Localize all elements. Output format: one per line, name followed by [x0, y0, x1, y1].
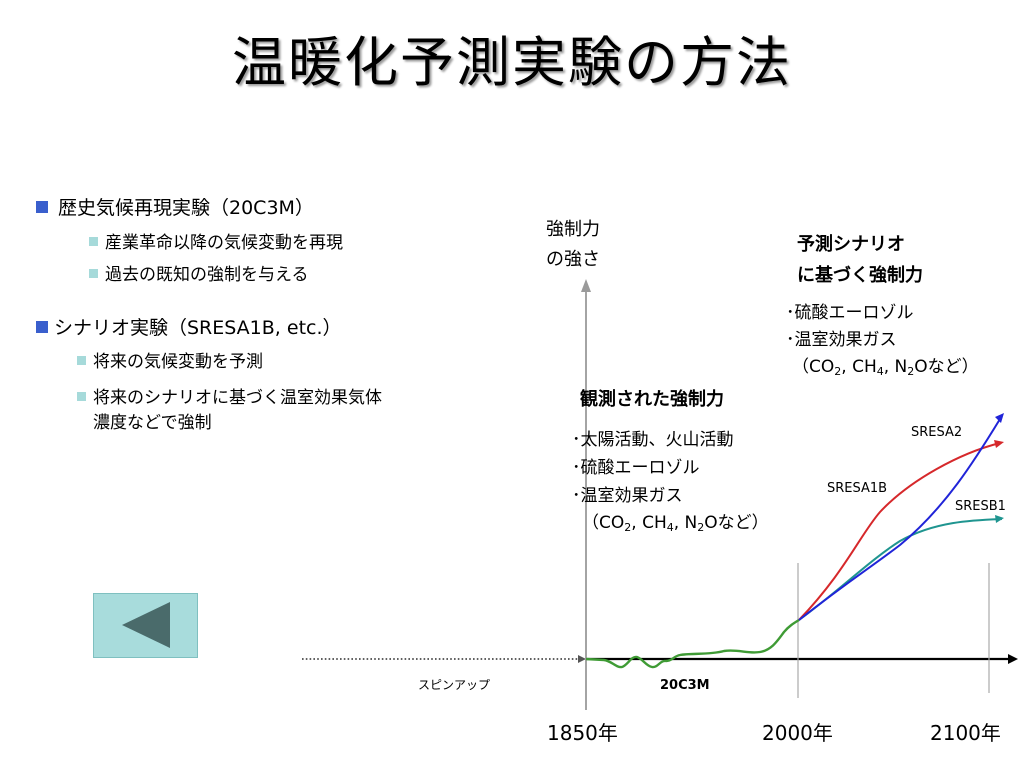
forcing-axis-arrowhead: [581, 279, 591, 292]
label-sresb1: SRESB1: [955, 499, 1006, 514]
gas-text: , CH: [631, 513, 667, 533]
tick-2100: 2100年: [930, 721, 1001, 745]
gas-subscript: 4: [666, 521, 674, 534]
bullet-square-icon: [89, 269, 98, 278]
gas-subscript: 2: [834, 365, 842, 378]
sresa2-arrowhead: [994, 440, 1004, 448]
bullet-square-icon: [36, 321, 48, 333]
tick-2000: 2000年: [762, 721, 833, 745]
gas-text: （CO: [582, 513, 625, 533]
observed-heading: 観測された強制力: [580, 389, 724, 410]
scenario-heading-line2: に基づく強制力: [797, 265, 923, 286]
bullet-historical: 歴史気候再現実験（20C3M）: [36, 193, 314, 220]
sub-bullet: 産業革命以降の気候変動を再現: [89, 228, 343, 253]
sub-bullet: 過去の既知の強制を与える: [89, 260, 309, 285]
sub-bullet: 将来のシナリオに基づく温室効果気体: [77, 383, 382, 408]
observed-item: ･太陽活動、火山活動: [572, 430, 734, 450]
sresb1-arrowhead: [995, 515, 1004, 523]
sub-bullet-label: 将来の気候変動を予測: [93, 352, 263, 372]
bullet-scenario: シナリオ実験（SRESA1B, etc.）: [36, 313, 342, 340]
series-sresa1b: [798, 418, 1001, 621]
scenario-gases: （CO2, CH4, N2Oなど）: [792, 352, 979, 378]
label-sresa2: SRESA2: [911, 425, 963, 440]
tick-1850: 1850年: [547, 721, 618, 745]
c20-label: 20C3M: [660, 678, 710, 693]
sub-bullet: 将来の気候変動を予測: [77, 347, 263, 372]
scenario-item: ･硫酸エーロゾル: [786, 303, 914, 323]
sub-bullet-label: 過去の既知の強制を与える: [105, 265, 309, 285]
bullet-square-icon: [77, 356, 86, 365]
sub-bullet-continuation: 濃度などで強制: [93, 413, 212, 433]
back-button[interactable]: [93, 593, 198, 658]
bullet-label: シナリオ実験（SRESA1B, etc.）: [54, 317, 342, 339]
series-sresa2: [798, 442, 1001, 621]
sub-bullet-label: 将来のシナリオに基づく温室効果気体: [93, 388, 382, 408]
bullet-label: 歴史気候再現実験（20C3M）: [58, 197, 314, 219]
sresa1b-arrowhead: [995, 413, 1004, 423]
spinup-label: スピンアップ: [418, 678, 491, 692]
scenario-item: ･温室効果ガス: [786, 330, 897, 350]
bullet-square-icon: [77, 392, 86, 401]
gas-text: Oなど）: [914, 357, 979, 377]
gas-subscript: 2: [624, 521, 632, 534]
bullet-square-icon: [89, 237, 98, 246]
series-sresb1: [798, 518, 1003, 621]
gas-text: , CH: [841, 357, 877, 377]
gas-subscript: 2: [697, 521, 705, 534]
spinup-arrowhead: [578, 655, 586, 663]
time-axis-arrowhead: [1008, 654, 1018, 664]
triangle-left-icon: [122, 602, 170, 648]
gas-text: , N: [673, 513, 698, 533]
label-sresa1b: SRESA1B: [827, 481, 888, 496]
series-20c3m: [585, 618, 800, 669]
observed-item: ･硫酸エーロゾル: [572, 458, 700, 478]
gas-text: Oなど）: [704, 513, 769, 533]
gas-subscript: 4: [876, 365, 884, 378]
y-axis-label-line2: の強さ: [546, 249, 600, 270]
bullet-square-icon: [36, 201, 48, 213]
gas-text: , N: [883, 357, 908, 377]
page-title: 温暖化予測実験の方法: [232, 31, 792, 94]
observed-item: ･温室効果ガス: [572, 486, 683, 506]
gas-text: （CO: [792, 357, 835, 377]
scenario-heading-line1: 予測シナリオ: [797, 234, 905, 255]
gas-subscript: 2: [907, 365, 915, 378]
sub-bullet-label: 産業革命以降の気候変動を再現: [105, 233, 343, 253]
observed-gases: （CO2, CH4, N2Oなど）: [582, 508, 769, 534]
y-axis-label-line1: 強制力: [546, 219, 600, 240]
